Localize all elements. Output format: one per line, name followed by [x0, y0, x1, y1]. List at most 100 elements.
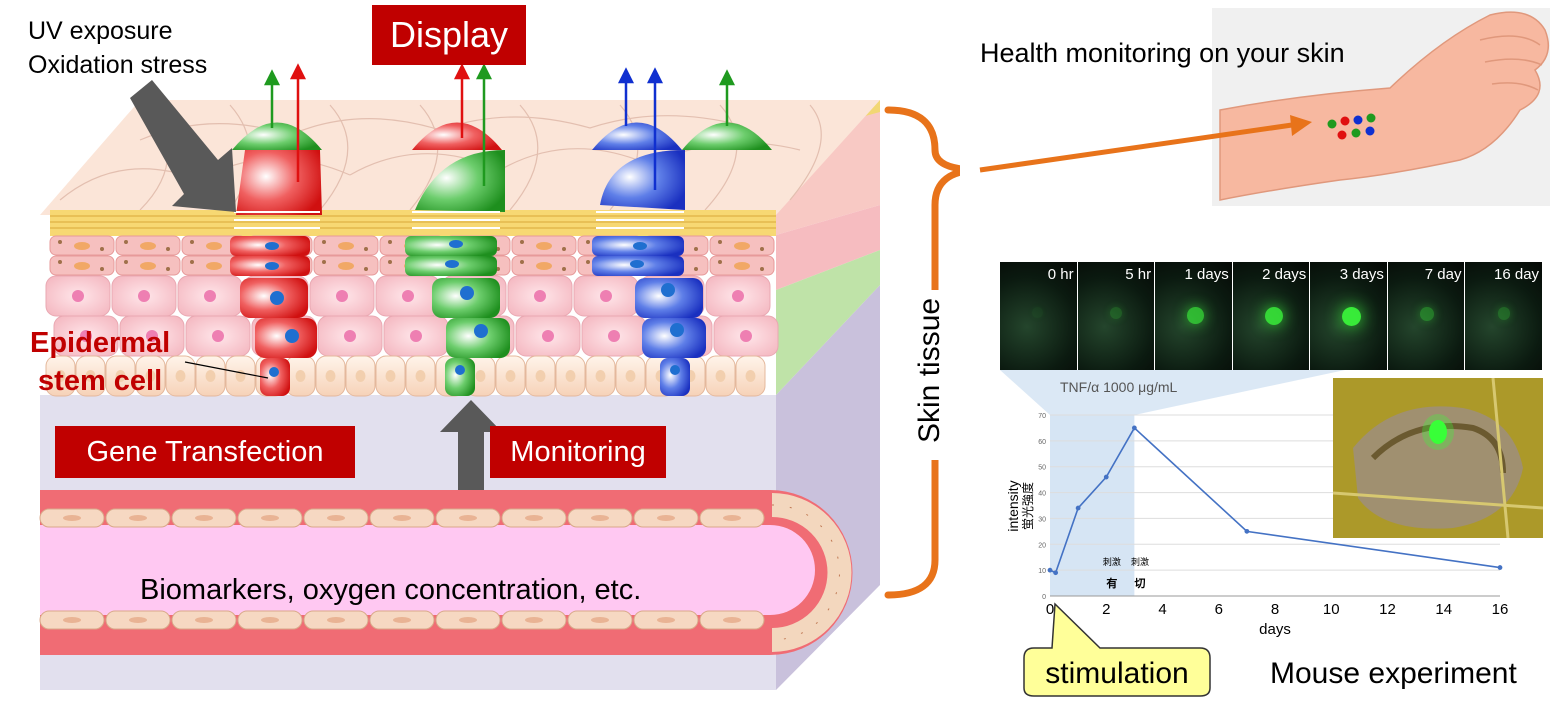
granule	[760, 267, 764, 271]
basal-nucleus	[325, 370, 336, 382]
basal-nucleus	[475, 370, 486, 382]
annotation-top: 刺激	[1131, 556, 1149, 567]
granule	[562, 267, 566, 271]
monitoring-arrow	[440, 400, 502, 572]
basal-nucleus	[565, 370, 576, 382]
epidermal-label-line1: Epidermal	[30, 327, 171, 359]
spinous-nucleus	[734, 242, 750, 250]
pink-nucleus	[138, 290, 150, 302]
spinous-nucleus	[734, 262, 750, 270]
endothelial-nucleus	[393, 515, 411, 521]
basal-nucleus	[355, 370, 366, 382]
timelapse-frame-label: 2 days	[1262, 266, 1307, 283]
granule	[190, 240, 194, 244]
y-tick-label: 50	[1038, 465, 1046, 472]
endothelial-nucleus	[591, 617, 609, 623]
granule	[388, 240, 392, 244]
endothelial-nucleus	[657, 515, 675, 521]
biomarkers-label: Biomarkers, oxygen concentration, etc.	[140, 574, 642, 606]
x-tick-label: 2	[1102, 601, 1110, 618]
y-axis-label-jp: 蛍光強度	[1020, 482, 1035, 530]
granule	[718, 260, 722, 264]
y-tick-label: 30	[1038, 516, 1046, 523]
pink-nucleus	[146, 330, 158, 342]
granule	[718, 240, 722, 244]
granule	[190, 260, 194, 264]
x-tick-label: 0	[1046, 601, 1054, 618]
skin-tissue-label: Skin tissue	[913, 297, 946, 443]
endothelial-nucleus	[129, 515, 147, 521]
arm-shape	[1219, 11, 1550, 201]
data-point	[1244, 528, 1250, 534]
epidermal-label-line2: stem cell	[38, 365, 163, 397]
basal-nucleus	[715, 370, 726, 382]
gene-transfection-label: Gene Transfection	[55, 426, 355, 478]
mouse-experiment-label: Mouse experiment	[1270, 657, 1517, 690]
fluorescence-spot	[1032, 307, 1043, 318]
endothelial-nucleus	[723, 515, 741, 521]
granule	[562, 247, 566, 251]
y-tick-label: 60	[1038, 439, 1046, 446]
basal-nucleus	[55, 370, 66, 382]
stimulation-callout	[1023, 602, 1211, 697]
granule	[100, 267, 104, 271]
granule	[166, 267, 170, 271]
fluorescence-spot	[1187, 307, 1204, 324]
granule	[520, 240, 524, 244]
granule	[124, 240, 128, 244]
pink-nucleus	[410, 330, 422, 342]
fluorescence-spot	[1109, 307, 1122, 320]
monitoring-label: Monitoring	[490, 426, 666, 478]
pink-nucleus	[344, 330, 356, 342]
spinous-nucleus	[536, 262, 552, 270]
spinous-nucleus	[536, 242, 552, 250]
spinous-nucleus	[206, 262, 222, 270]
granule	[586, 240, 590, 244]
emission-arrows	[263, 63, 736, 190]
endothelial-nucleus	[195, 515, 213, 521]
timelapse-frame: 7 day	[1387, 262, 1466, 370]
endothelial-nucleus	[63, 515, 81, 521]
x-axis-label: days	[1259, 621, 1291, 638]
pink-nucleus	[732, 290, 744, 302]
x-tick-label: 14	[1435, 601, 1452, 618]
x-tick-label: 6	[1215, 601, 1223, 618]
stem-cell-pointer	[184, 361, 269, 379]
pink-nucleus	[534, 290, 546, 302]
pink-nucleus	[212, 330, 224, 342]
timelapse-frame-label: 0 hr	[1047, 266, 1074, 283]
y-tick-label: 0	[1042, 594, 1046, 601]
granule	[388, 260, 392, 264]
timelapse-frame-label: 5 hr	[1125, 266, 1152, 283]
skin-dots	[1327, 113, 1376, 140]
annotation-bottom: 切	[1135, 577, 1146, 590]
surface-domes	[232, 122, 772, 150]
data-point	[1103, 474, 1109, 480]
x-tick-label: 8	[1271, 601, 1279, 618]
granule	[124, 260, 128, 264]
spinous-nucleus	[74, 262, 90, 270]
health-monitoring-label: Health monitoring on your skin	[980, 38, 1345, 68]
pink-nucleus	[72, 290, 84, 302]
spinous-nucleus	[338, 262, 354, 270]
timelapse-frame-label: 1 days	[1184, 266, 1229, 283]
annotation-bottom: 有	[1106, 576, 1117, 590]
basal-nucleus	[535, 370, 546, 382]
basal-nucleus	[505, 370, 516, 382]
endothelial-nucleus	[657, 617, 675, 623]
uv-label: UV exposure Oxidation stress	[28, 14, 207, 82]
annotation-top: 刺激	[1103, 556, 1121, 567]
pink-nucleus	[600, 290, 612, 302]
fluorescence-spot	[1497, 307, 1511, 320]
granule	[694, 267, 698, 271]
data-point	[1497, 565, 1503, 570]
stem-cell-column-blue	[592, 150, 706, 396]
endothelial-nucleus	[129, 617, 147, 623]
basal-nucleus	[145, 370, 156, 382]
x-tick-label: 10	[1323, 601, 1340, 618]
granule	[760, 247, 764, 251]
endothelial-bottom	[39, 610, 765, 630]
stimulation-region	[1050, 415, 1135, 596]
granule	[694, 247, 698, 251]
